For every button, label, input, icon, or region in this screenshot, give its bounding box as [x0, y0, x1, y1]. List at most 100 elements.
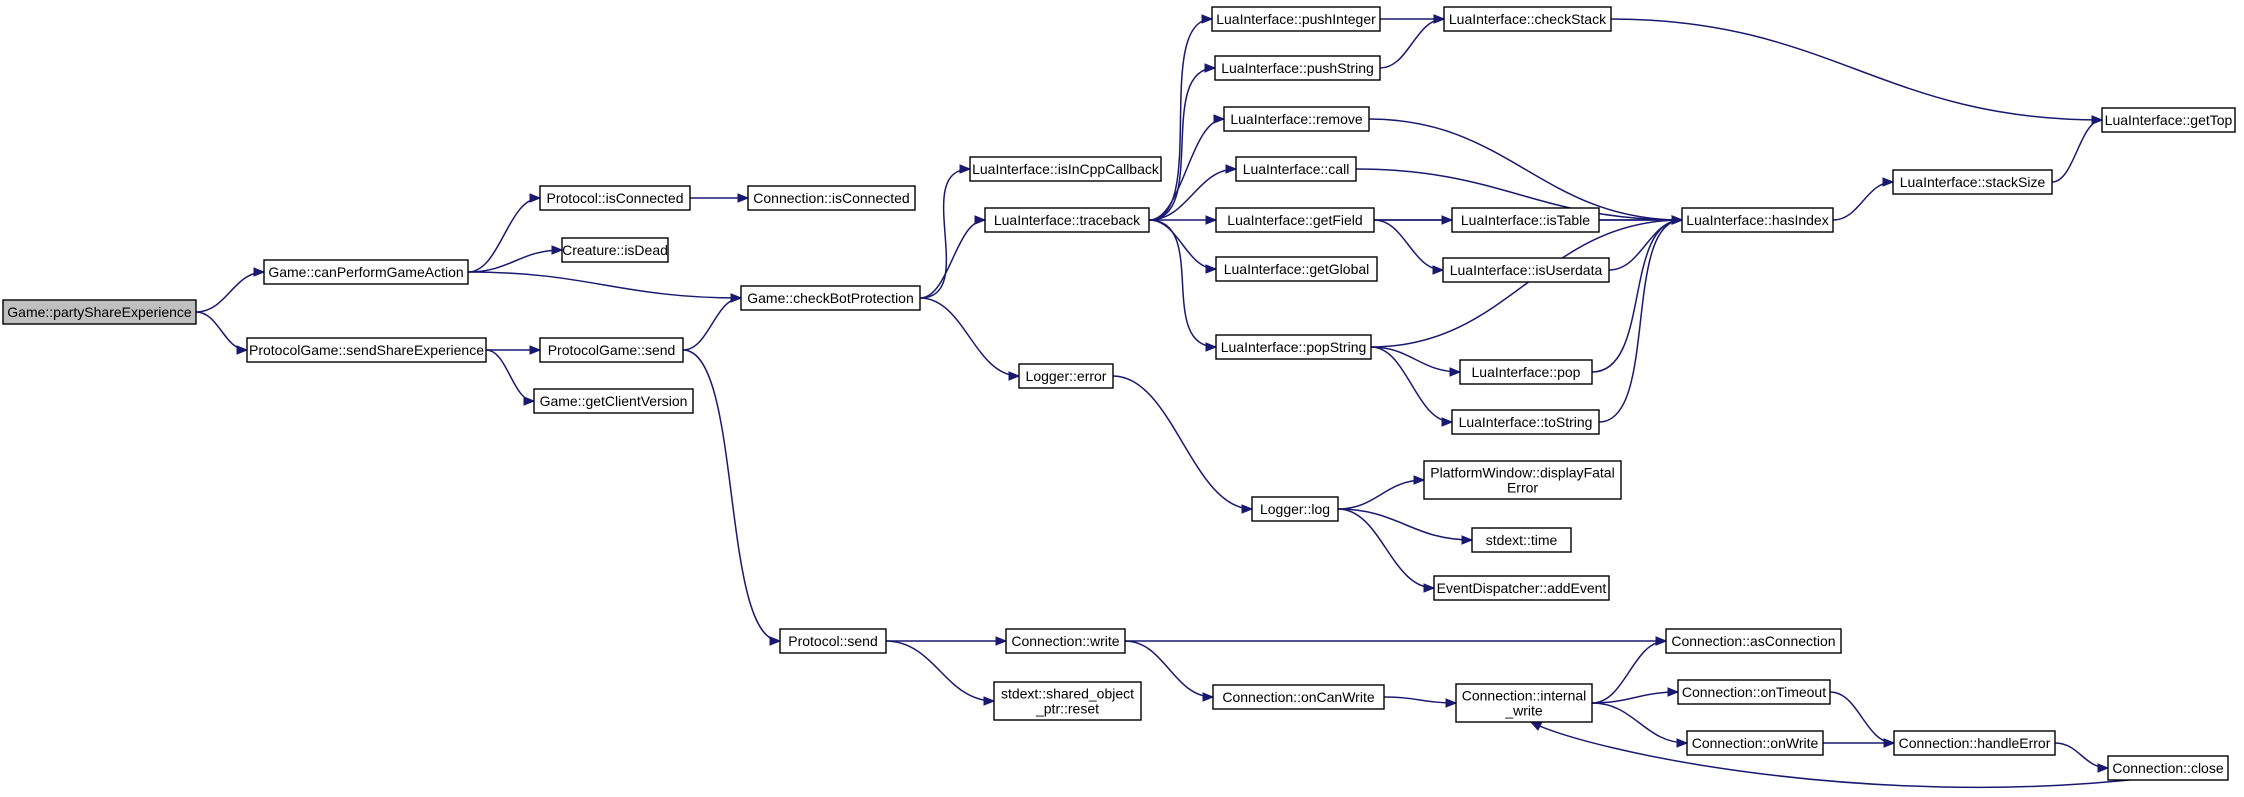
edge-line: [1355, 168, 1683, 221]
node-is-table[interactable]: LuaInterface::isTable: [1451, 207, 1600, 233]
node-label: stdext::time: [1486, 532, 1558, 548]
node-box: [740, 285, 921, 311]
node-on-can-write[interactable]: Connection::onCanWrite: [1212, 684, 1385, 710]
node-root[interactable]: Game::partyShareExperience: [2, 299, 197, 325]
node-get-client-version[interactable]: Game::getClientVersion: [533, 388, 694, 414]
edge-root-to-send-share-exp: [195, 311, 249, 355]
node-box: [1215, 256, 1378, 282]
node-label: Connection::onTimeout: [1682, 684, 1826, 700]
node-box: [1451, 409, 1600, 435]
node-pop-string[interactable]: LuaInterface::popString: [1215, 334, 1372, 360]
edge-line: [1591, 702, 1688, 744]
node-protocol-send[interactable]: Protocol::send: [779, 628, 887, 654]
node-check-stack[interactable]: LuaInterface::checkStack: [1443, 6, 1612, 32]
node-add-event[interactable]: EventDispatcher::addEvent: [1433, 575, 1610, 601]
node-traceback[interactable]: LuaInterface::traceback: [984, 207, 1150, 233]
node-label: LuaInterface::checkStack: [1449, 11, 1607, 27]
edge-line: [1379, 18, 1445, 69]
node-conn-close[interactable]: Connection::close: [2107, 755, 2229, 781]
node-has-index[interactable]: LuaInterface::hasIndex: [1681, 207, 1834, 233]
node-creature-is-dead[interactable]: Creature::isDead: [561, 237, 669, 263]
node-is-in-cpp-callback[interactable]: LuaInterface::isInCppCallback: [969, 156, 1162, 182]
node-on-timeout[interactable]: Connection::onTimeout: [1677, 679, 1831, 705]
node-label: Game::getClientVersion: [540, 393, 688, 409]
node-label: LuaInterface::pop: [1472, 364, 1581, 380]
edge-line: [919, 219, 986, 299]
edge-traceback-to-push-string: [1148, 63, 1217, 221]
edge-arrowhead: [1441, 417, 1454, 427]
node-box: [1677, 679, 1831, 705]
node-call[interactable]: LuaInterface::call: [1235, 156, 1357, 182]
node-push-integer[interactable]: LuaInterface::pushInteger: [1211, 6, 1381, 32]
node-box: [1215, 334, 1372, 360]
edge-arrowhead: [1413, 475, 1426, 485]
edge-line: [1591, 219, 1683, 373]
edge-arrowhead: [1213, 114, 1226, 124]
edge-protocol-send-to-shared-reset: [885, 640, 996, 706]
node-box: [1681, 207, 1834, 233]
edge-arrowhead: [1671, 215, 1684, 225]
node-logger-error[interactable]: Logger::error: [1018, 363, 1114, 389]
node-box: [993, 681, 1142, 721]
node-box: [561, 237, 669, 263]
edge-line: [885, 640, 995, 702]
edge-logger-error-to-logger-log: [1112, 375, 1254, 514]
edge-has-index-to-stack-size: [1832, 177, 1895, 221]
call-graph-edges: [195, 14, 2149, 789]
node-box: [1665, 628, 1842, 654]
node-get-global[interactable]: LuaInterface::getGlobal: [1215, 256, 1378, 282]
node-stack-size[interactable]: LuaInterface::stackSize: [1892, 169, 2053, 195]
edge-arrowhead: [2097, 763, 2110, 773]
node-can-perform[interactable]: Game::canPerformGameAction: [263, 259, 469, 285]
edge-arrowhead: [1445, 698, 1458, 708]
edge-arrowhead: [1202, 692, 1215, 702]
node-send-share-exp[interactable]: ProtocolGame::sendShareExperience: [246, 337, 487, 363]
edge-line: [1373, 219, 1444, 271]
node-label: PlatformWindow::displayFatal: [1430, 465, 1614, 481]
node-to-string[interactable]: LuaInterface::toString: [1451, 409, 1600, 435]
node-proto-is-connected[interactable]: Protocol::isConnected: [539, 185, 691, 211]
edge-arrowhead: [253, 267, 266, 277]
edge-traceback-to-remove: [1148, 114, 1226, 221]
node-internal-write[interactable]: Connection::internal_write: [1455, 683, 1593, 723]
edge-can-perform-to-proto-is-connected: [467, 193, 542, 273]
node-stdext-time[interactable]: stdext::time: [1471, 527, 1572, 553]
edge-arrowhead: [1461, 535, 1474, 545]
node-conn-write[interactable]: Connection::write: [1005, 628, 1126, 654]
node-as-connection[interactable]: Connection::asConnection: [1665, 628, 1842, 654]
edge-internal-write-to-as-connection: [1591, 636, 1668, 704]
node-handle-error[interactable]: Connection::handleError: [1893, 730, 2056, 756]
node-box: [1433, 575, 1610, 601]
node-logger-log[interactable]: Logger::log: [1251, 496, 1339, 522]
node-conn-is-connected[interactable]: Connection::isConnected: [747, 185, 916, 211]
node-label: LuaInterface::isInCppCallback: [972, 161, 1160, 177]
edge-line: [1370, 219, 1683, 348]
node-get-top[interactable]: LuaInterface::getTop: [2101, 107, 2236, 133]
node-push-string[interactable]: LuaInterface::pushString: [1214, 55, 1381, 81]
node-get-field[interactable]: LuaInterface::getField: [1215, 207, 1375, 233]
node-is-userdata[interactable]: LuaInterface::isUserdata: [1442, 257, 1610, 283]
edge-line: [1530, 721, 2149, 789]
edge-check-stack-to-get-top: [1610, 18, 2104, 125]
node-label: LuaInterface::remove: [1230, 111, 1363, 127]
edge-arrowhead: [1882, 177, 1895, 187]
edge-pg-send-to-check-bot: [682, 293, 743, 351]
node-check-bot[interactable]: Game::checkBotProtection: [740, 285, 921, 311]
node-remove[interactable]: LuaInterface::remove: [1223, 106, 1370, 132]
edge-arrowhead: [1205, 342, 1218, 352]
node-pg-send[interactable]: ProtocolGame::send: [539, 337, 684, 363]
edge-arrowhead: [529, 345, 542, 355]
node-label: _ptr::reset: [1035, 701, 1099, 717]
edge-pop-string-to-to-string: [1370, 346, 1454, 427]
node-label: ProtocolGame::send: [548, 342, 676, 358]
node-label: LuaInterface::toString: [1459, 414, 1593, 430]
edge-line: [1148, 219, 1217, 270]
node-shared-reset[interactable]: stdext::shared_object_ptr::reset: [993, 681, 1142, 721]
node-pop[interactable]: LuaInterface::pop: [1459, 359, 1593, 385]
node-box: [747, 185, 916, 211]
node-on-write[interactable]: Connection::onWrite: [1686, 730, 1824, 756]
edge-line: [1608, 219, 1683, 271]
edge-proto-is-connected-to-conn-is-connected: [689, 193, 750, 203]
node-box: [2, 299, 197, 325]
